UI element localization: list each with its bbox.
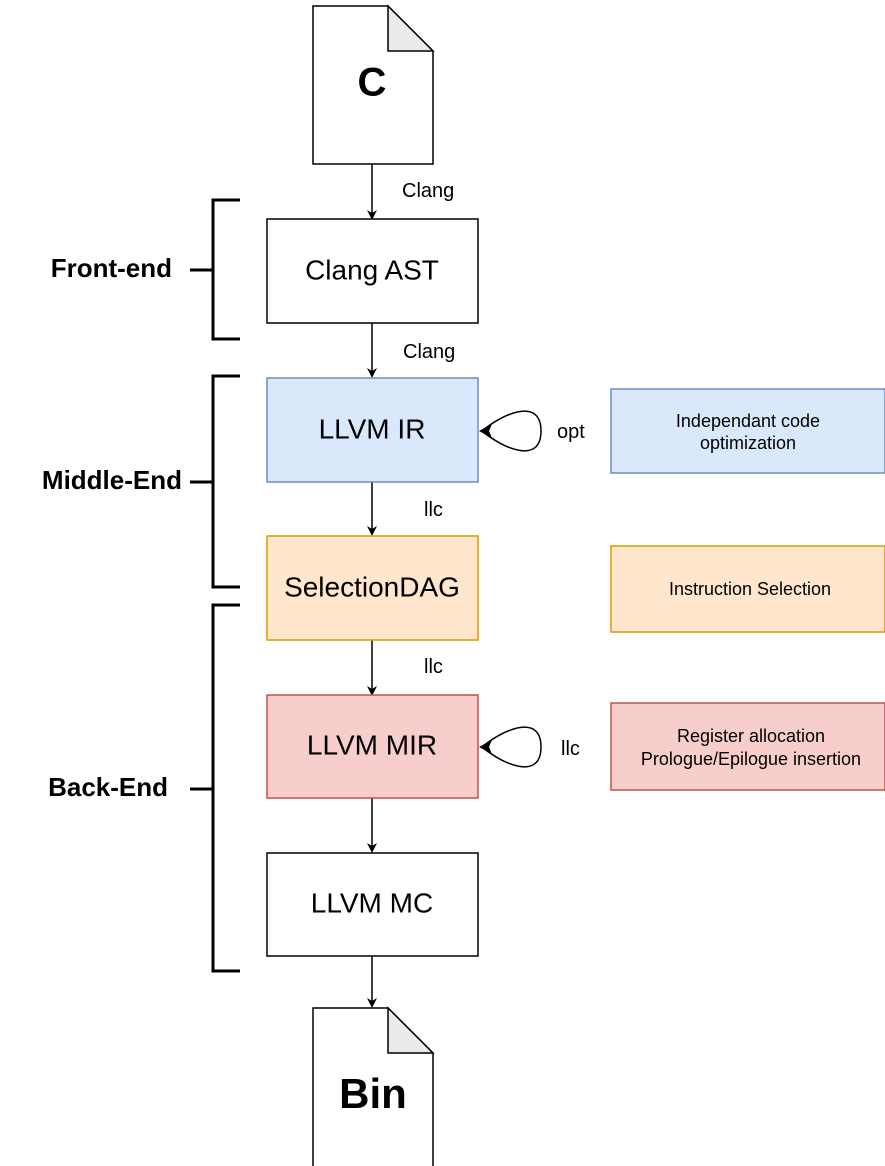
box-llvm-mc: LLVM MC bbox=[266, 852, 479, 957]
stage-label-back-end: Back-End bbox=[48, 772, 168, 802]
self-loop-opt-label: opt bbox=[557, 421, 585, 443]
box-llvm-mir: LLVM MIR bbox=[266, 694, 479, 799]
bracket-middle-end bbox=[190, 374, 240, 589]
edge-label-llc-1: llc bbox=[424, 499, 443, 521]
note-register-allocation-line-1: Register allocation bbox=[677, 726, 825, 746]
box-clang-ast: Clang AST bbox=[266, 218, 479, 324]
note-register-allocation-line-2: Prologue/Epilogue insertion bbox=[641, 749, 861, 769]
note-instruction-selection-label: Instruction Selection bbox=[669, 579, 831, 599]
note-ir-optimization-line-1: Independant code bbox=[676, 411, 820, 431]
stage-label-middle-end: Middle-End bbox=[42, 465, 182, 495]
output-file-icon: Bin bbox=[312, 1006, 435, 1166]
box-clang-ast-label: Clang AST bbox=[305, 254, 439, 285]
bracket-back-end bbox=[190, 603, 240, 973]
source-file-label: C bbox=[358, 61, 387, 105]
self-loop-opt bbox=[480, 410, 542, 452]
stage-label-front-end: Front-end bbox=[51, 253, 172, 283]
box-selection-dag: SelectionDAG bbox=[266, 535, 479, 641]
source-file-icon: C bbox=[312, 4, 435, 165]
edge-label-clang-1: Clang bbox=[402, 180, 454, 202]
self-loop-mir-arrowhead bbox=[479, 740, 492, 754]
self-loop-mir bbox=[480, 726, 542, 768]
edge-label-clang-2: Clang bbox=[403, 341, 455, 363]
box-llvm-mir-label: LLVM MIR bbox=[307, 729, 437, 760]
bracket-front-end bbox=[190, 198, 240, 341]
self-loop-opt-arrowhead bbox=[479, 424, 492, 438]
edge-label-llc-2: llc bbox=[424, 656, 443, 678]
box-selection-dag-label: SelectionDAG bbox=[284, 571, 460, 602]
box-llvm-ir: LLVM IR bbox=[266, 377, 479, 483]
note-ir-optimization: Independant code optimization bbox=[610, 388, 885, 474]
output-file-label: Bin bbox=[339, 1070, 407, 1117]
note-ir-optimization-line-2: optimization bbox=[700, 433, 796, 453]
box-llvm-ir-label: LLVM IR bbox=[319, 413, 426, 444]
note-register-allocation: Register allocation Prologue/Epilogue in… bbox=[610, 702, 885, 791]
note-instruction-selection: Instruction Selection bbox=[610, 545, 885, 633]
box-llvm-mc-label: LLVM MC bbox=[311, 887, 433, 918]
self-loop-llc-label: llc bbox=[561, 738, 580, 760]
